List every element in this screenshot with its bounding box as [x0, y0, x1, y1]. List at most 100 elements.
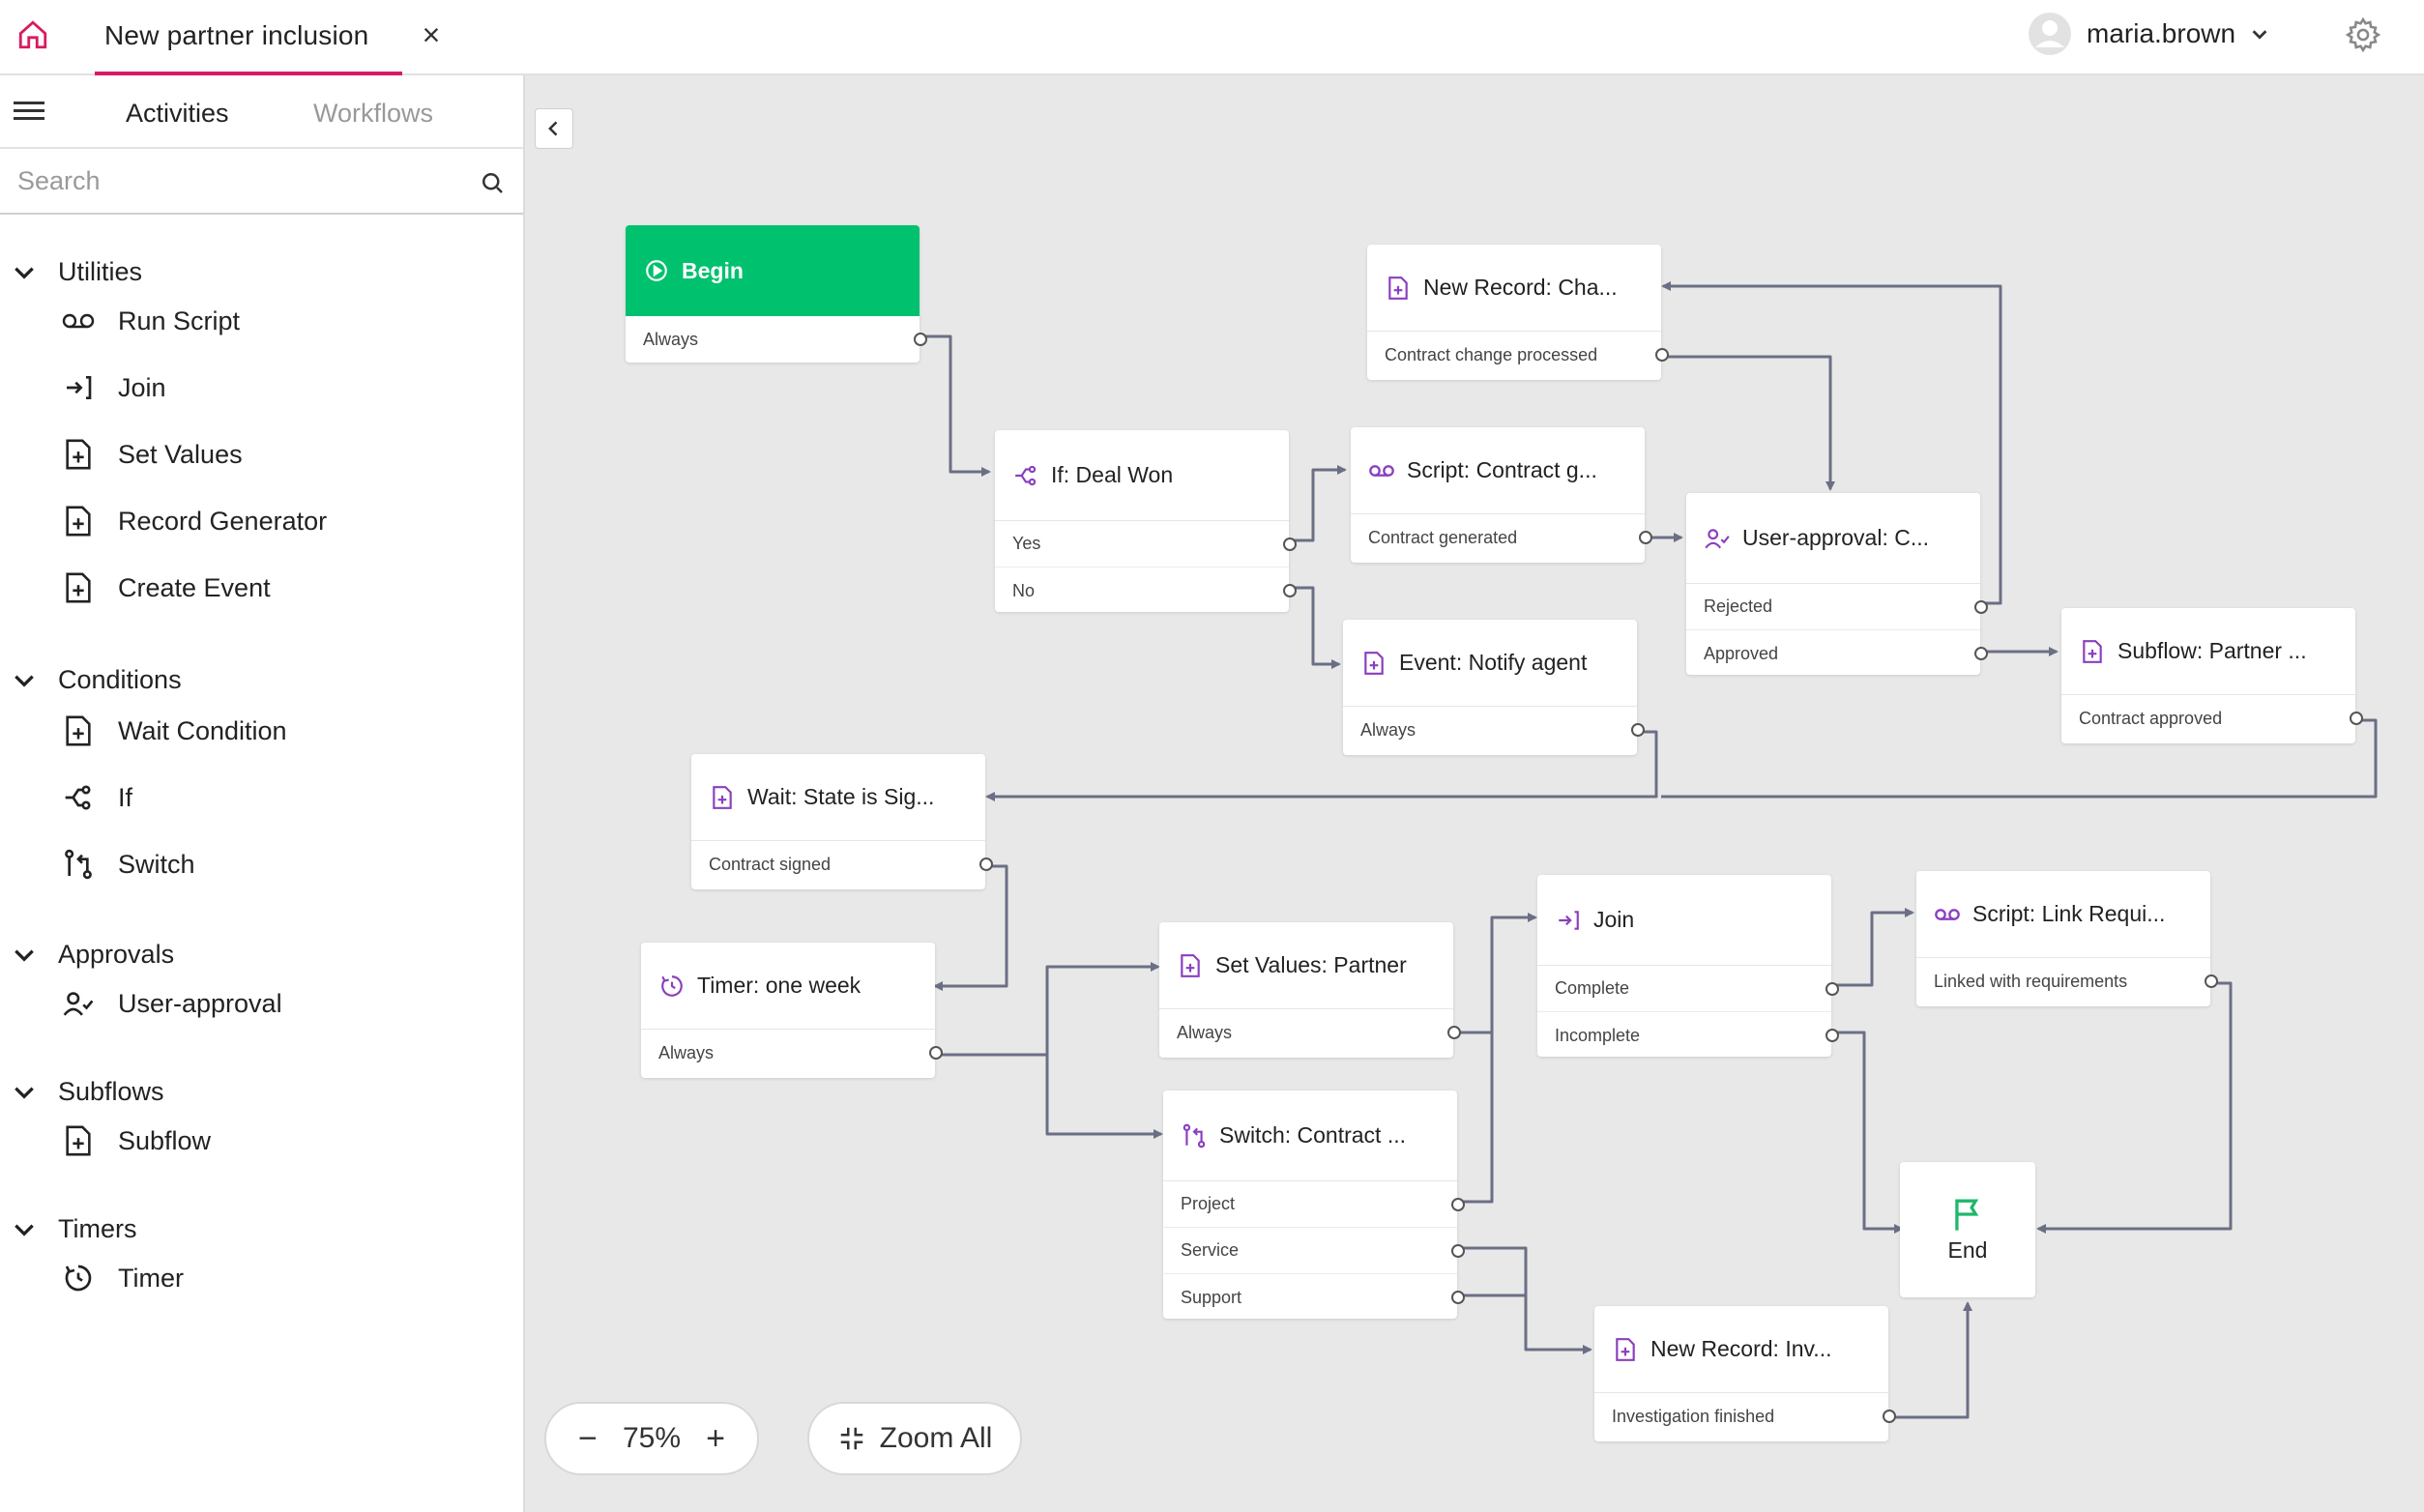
chevron-down-icon [15, 1087, 34, 1099]
output-port[interactable] [1283, 537, 1297, 551]
node-title: New Record: Inv... [1650, 1336, 1832, 1361]
node-output: Always [1343, 707, 1645, 753]
join-icon [1555, 907, 1582, 934]
sidebar-item-if[interactable]: If [60, 776, 132, 819]
branch-icon [60, 779, 97, 816]
sidebar-item-switch[interactable]: Switch [60, 843, 195, 886]
node-event-notify[interactable]: Event: Notify agent Always [1343, 620, 1645, 755]
node-header: Switch: Contract ... [1163, 1090, 1457, 1181]
group-approvals[interactable]: Approvals [12, 940, 174, 970]
play-icon [643, 257, 670, 284]
output-port[interactable] [1825, 981, 1839, 996]
group-label: Approvals [58, 940, 175, 969]
output-port[interactable] [1451, 1243, 1465, 1258]
zoom-control: − 75% + [544, 1402, 759, 1475]
output-port[interactable] [1883, 1410, 1896, 1423]
node-title: Begin [682, 257, 744, 283]
node-title: Wait: State is Sig... [747, 784, 935, 809]
sidebar-item-create-event[interactable]: Create Event [60, 567, 271, 609]
output-port[interactable] [929, 1046, 943, 1060]
search-input[interactable] [17, 159, 462, 203]
node-script-link[interactable]: Script: Link Requi... Linked with requir… [1916, 871, 2218, 1006]
output-port[interactable] [1974, 599, 1988, 614]
group-conditions[interactable]: Conditions [12, 665, 182, 695]
node-title: Set Values: Partner [1215, 952, 1407, 977]
group-label: Utilities [58, 257, 143, 286]
node-begin[interactable]: Begin Always [626, 225, 927, 363]
output-port[interactable] [1639, 531, 1652, 544]
node-switch-contract[interactable]: Switch: Contract ... Project Service Sup… [1163, 1090, 1465, 1321]
document-plus-icon [1385, 275, 1412, 302]
search-box [0, 149, 523, 215]
output-port[interactable] [2350, 712, 2363, 725]
user-check-icon [1704, 525, 1731, 552]
edge-setvalues-join [1451, 913, 1537, 1034]
node-timer-week[interactable]: Timer: one week Always [641, 943, 943, 1078]
node-header: New Record: Cha... [1367, 245, 1661, 332]
node-output-yes: Yes [995, 521, 1297, 567]
sidebar-item-label: Timer [118, 1263, 184, 1293]
output-port[interactable] [1825, 1029, 1839, 1042]
output-port[interactable] [1451, 1197, 1465, 1211]
sidebar-item-join[interactable]: Join [60, 366, 166, 409]
group-utilities[interactable]: Utilities [12, 257, 142, 287]
node-set-values[interactable]: Set Values: Partner Always [1159, 922, 1461, 1058]
search-icon[interactable] [478, 168, 507, 197]
tab-workflows[interactable]: Workflows [313, 99, 434, 128]
close-tab-button[interactable]: × [414, 17, 449, 52]
output-port[interactable] [1451, 1291, 1465, 1304]
user-name: maria.brown [2087, 18, 2236, 48]
avatar-icon [2029, 13, 2071, 55]
tab-new-partner-inclusion[interactable]: New partner inclusion [95, 0, 402, 75]
sidebar-item-label: Record Generator [118, 506, 328, 536]
node-if-deal-won[interactable]: If: Deal Won Yes No [995, 430, 1297, 612]
output-port[interactable] [1447, 1026, 1461, 1039]
group-timers[interactable]: Timers [12, 1214, 137, 1244]
output-port[interactable] [979, 858, 993, 871]
chevron-down-icon [15, 675, 34, 687]
sidebar-item-label: Join [118, 372, 166, 402]
output-port[interactable] [1974, 647, 1988, 660]
document-plus-icon [709, 784, 736, 811]
zoom-in-button[interactable]: + [706, 1419, 725, 1457]
node-end[interactable]: End [1900, 1162, 2035, 1297]
node-title: Join [1593, 907, 1635, 932]
settings-button[interactable] [2342, 14, 2384, 56]
node-new-record-inv[interactable]: New Record: Inv... Investigation finishe… [1594, 1306, 1896, 1441]
document-plus-icon [1360, 650, 1387, 677]
node-script-contract[interactable]: Script: Contract g... Contract generated [1351, 427, 1652, 563]
sidebar-item-subflow[interactable]: Subflow [60, 1119, 211, 1162]
group-label: Subflows [58, 1077, 164, 1106]
script-icon [1934, 901, 1961, 928]
edge-join-end [1831, 1031, 1904, 1234]
home-button[interactable] [14, 15, 52, 54]
node-subflow-partner[interactable]: Subflow: Partner ... Contract approved [2061, 608, 2363, 743]
tab-activities[interactable]: Activities [126, 99, 229, 128]
group-subflows[interactable]: Subflows [12, 1077, 164, 1107]
sidebar-item-user-approval[interactable]: User-approval [60, 982, 282, 1025]
node-new-record-cha[interactable]: New Record: Cha... Contract change proce… [1367, 245, 1669, 380]
user-menu[interactable]: maria.brown [2027, 10, 2270, 58]
sidebar-item-record-generator[interactable]: Record Generator [60, 500, 327, 542]
sidebar-item-set-values[interactable]: Set Values [60, 433, 243, 476]
sidebar-tabs: Activities Workflows [0, 75, 523, 149]
node-join[interactable]: Join Complete Incomplete [1537, 875, 1839, 1057]
edge-join-scriptlink [1831, 908, 1914, 987]
collapse-sidebar-button[interactable] [535, 108, 573, 149]
sidebar-item-run-script[interactable]: Run Script [60, 300, 240, 342]
node-wait-state[interactable]: Wait: State is Sig... Contract signed [691, 754, 993, 889]
zoom-all-button[interactable]: Zoom All [807, 1402, 1022, 1475]
output-port[interactable] [2205, 974, 2218, 988]
edge-timer-setvalues [934, 962, 1160, 1057]
node-user-approval[interactable]: User-approval: C... Rejected Approved [1686, 493, 1988, 675]
output-port[interactable] [1655, 348, 1669, 362]
node-output-support: Support [1163, 1274, 1465, 1321]
hamburger-menu-button[interactable] [14, 97, 52, 130]
output-port[interactable] [1283, 584, 1297, 597]
zoom-out-button[interactable]: − [578, 1419, 598, 1457]
output-port[interactable] [1631, 723, 1645, 737]
output-port[interactable] [914, 333, 927, 346]
sidebar-item-timer[interactable]: Timer [60, 1257, 184, 1299]
sidebar-item-wait-condition[interactable]: Wait Condition [60, 710, 287, 752]
workflow-canvas[interactable]: Begin Always New Record: Cha... Contract… [525, 75, 2424, 1512]
